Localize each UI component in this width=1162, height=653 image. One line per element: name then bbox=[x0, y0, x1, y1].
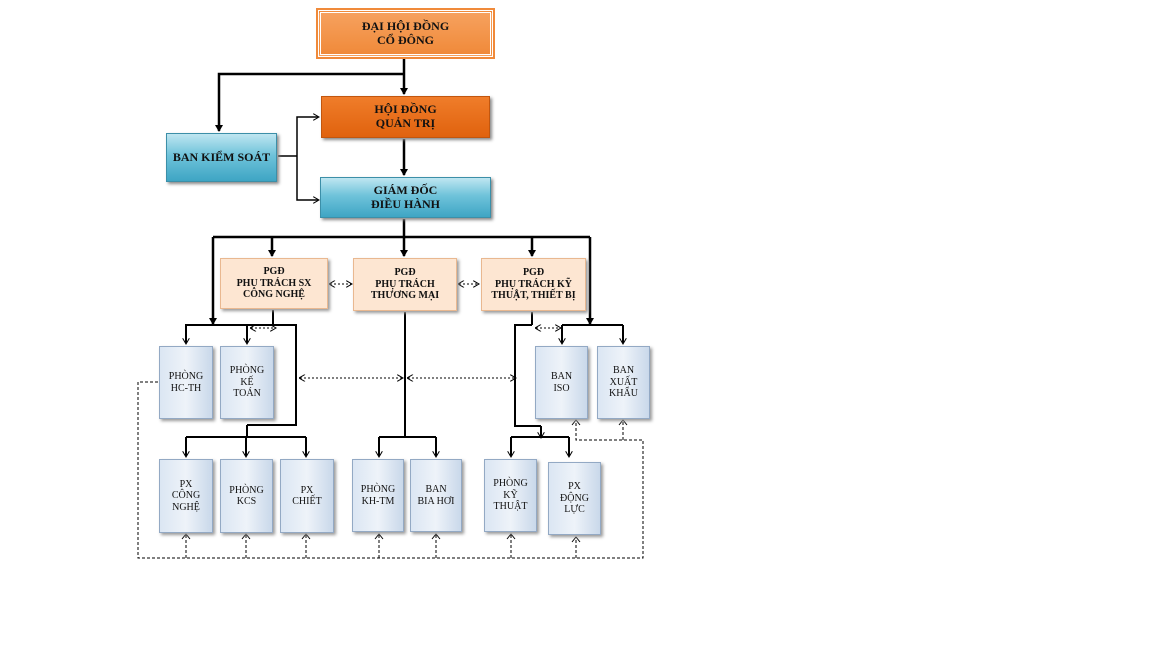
unit-iso-box: BAN ISO bbox=[535, 346, 588, 419]
director-box: GIÁM ĐỐC ĐIỀU HÀNH bbox=[320, 177, 491, 218]
unit-export-line2: XUẤT bbox=[609, 376, 638, 388]
unit-planning-box: PHÒNG KH-TM bbox=[352, 459, 404, 532]
deputy-technical-line1: PGĐ bbox=[522, 267, 545, 279]
unit-kcs-line2: KCS bbox=[236, 496, 257, 507]
deputy-technical-box: PGĐ PHỤ TRÁCH KỸ THUẬT, THIẾT BỊ bbox=[481, 258, 586, 311]
board-line1: HỘI ĐỒNG bbox=[374, 102, 437, 117]
unit-planning-line1: PHÒNG bbox=[360, 484, 396, 495]
unit-export-line3: KHẨU bbox=[609, 388, 638, 400]
unit-draft-beer-line2: BIA HƠI bbox=[417, 495, 455, 507]
deputy-commerce-line3: THƯƠNG MẠI bbox=[370, 290, 440, 302]
director-line1: GIÁM ĐỐC bbox=[373, 182, 438, 197]
bottom-dashed-arrowheads bbox=[181, 419, 628, 543]
deputy-production-box: PGĐ PHỤ TRÁCH SX CÔNG NGHỆ bbox=[220, 258, 328, 309]
unit-px-technology-box: PX CÔNG NGHỆ bbox=[159, 459, 213, 533]
unit-accounting-line1: PHÒNG bbox=[229, 365, 265, 377]
unit-px-power-line1: PX bbox=[568, 481, 581, 493]
unit-export-line1: BAN bbox=[612, 365, 635, 377]
right-branch bbox=[511, 312, 623, 456]
deputy-commerce-line1: PGĐ bbox=[394, 267, 416, 279]
unit-px-technology-line3: NGHỆ bbox=[172, 501, 200, 513]
deputy-production-line1: PGĐ bbox=[263, 266, 285, 278]
unit-px-bottling-line2: CHIẾT bbox=[292, 496, 322, 507]
deputy-production-line3: CÔNG NGHỆ bbox=[243, 289, 305, 301]
unit-iso-line1: BAN bbox=[550, 371, 573, 382]
unit-draft-beer-box: BAN BIA HƠI bbox=[410, 459, 462, 532]
unit-admin-line2: HC-TH bbox=[170, 382, 202, 394]
unit-px-technology-line2: CÔNG bbox=[171, 490, 201, 502]
unit-accounting-line3: TOÁN bbox=[233, 388, 261, 400]
unit-technical-line2: KỸ bbox=[503, 489, 518, 501]
unit-accounting-line2: KẾ bbox=[240, 376, 254, 388]
board-line2: QUẢN TRỊ bbox=[375, 116, 436, 130]
general-meeting-box: ĐẠI HỘI ĐỒNG CỔ ĐÔNG bbox=[316, 8, 495, 59]
deputy-commerce-line2: PHỤ TRÁCH bbox=[375, 278, 435, 290]
supervisory-line1: BAN KIỂM SOÁT bbox=[172, 149, 271, 164]
unit-technical-box: PHÒNG KỸ THUẬT bbox=[484, 459, 537, 532]
center-branch bbox=[379, 312, 436, 456]
general-meeting-line2: CỔ ĐÔNG bbox=[377, 32, 434, 47]
director-bus bbox=[209, 219, 594, 325]
top-connectors bbox=[215, 58, 408, 176]
unit-accounting-box: PHÒNG KẾ TOÁN bbox=[220, 346, 274, 419]
unit-draft-beer-line1: BAN bbox=[425, 484, 447, 495]
supervisory-box: BAN KIỂM SOÁT bbox=[166, 133, 277, 182]
bottom-dashed-loop bbox=[137, 381, 644, 559]
unit-px-power-line3: LỰC bbox=[564, 504, 585, 516]
unit-px-bottling-box: PX CHIẾT bbox=[280, 459, 334, 533]
unit-technical-line1: PHÒNG bbox=[493, 478, 528, 490]
unit-planning-line2: KH-TM bbox=[361, 495, 395, 507]
unit-iso-line2: ISO bbox=[553, 382, 570, 394]
deputy-production-line2: PHỤ TRÁCH SX bbox=[236, 277, 312, 289]
supervisory-connectors bbox=[278, 117, 318, 200]
unit-px-bottling-line1: PX bbox=[300, 484, 314, 496]
unit-kcs-line1: PHÒNG bbox=[229, 484, 264, 496]
unit-export-box: BAN XUẤT KHẨU bbox=[597, 346, 650, 419]
unit-admin-line1: PHÒNG bbox=[168, 371, 204, 382]
unit-px-technology-line1: PX bbox=[179, 478, 193, 490]
deputy-technical-line2: PHỤ TRÁCH KỸ bbox=[494, 278, 573, 290]
deputy-commerce-box: PGĐ PHỤ TRÁCH THƯƠNG MẠI bbox=[353, 258, 457, 311]
board-box: HỘI ĐỒNG QUẢN TRỊ bbox=[321, 96, 490, 138]
unit-px-power-box: PX ĐỘNG LỰC bbox=[548, 462, 601, 535]
unit-px-power-line2: ĐỘNG bbox=[560, 492, 589, 504]
unit-technical-line3: THUẬT bbox=[493, 501, 528, 513]
director-line2: ĐIỀU HÀNH bbox=[370, 196, 440, 211]
unit-kcs-box: PHÒNG KCS bbox=[220, 459, 273, 533]
unit-admin-box: PHÒNG HC-TH bbox=[159, 346, 213, 419]
deputy-technical-line3: THUẬT, THIẾT BỊ bbox=[491, 290, 576, 302]
general-meeting-line1: ĐẠI HỘI ĐỒNG bbox=[361, 18, 450, 33]
